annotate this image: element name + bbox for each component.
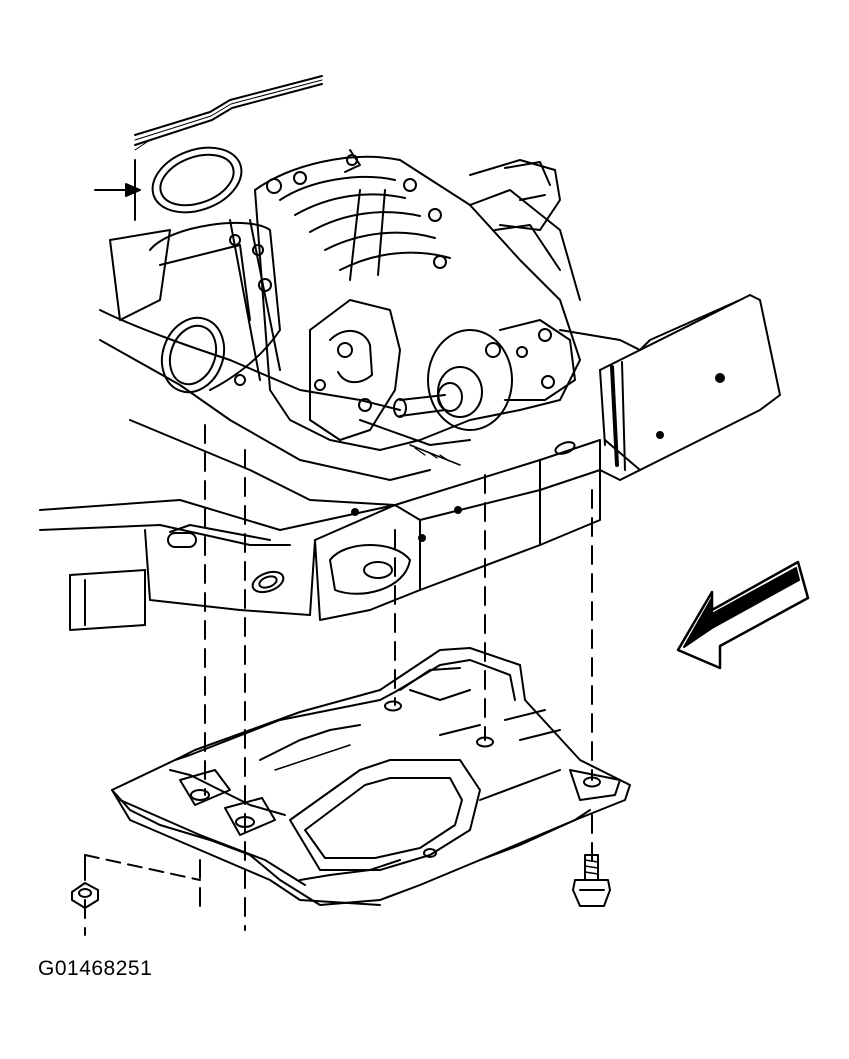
skid-plate-nut — [72, 855, 200, 908]
floor-pan-edge — [135, 76, 322, 150]
figure-id-label: G01468251 — [38, 957, 153, 980]
frame-crossmember — [40, 295, 780, 630]
transfer-case-assembly — [110, 136, 580, 465]
alignment-lines — [85, 425, 592, 935]
front-direction-arrow — [678, 562, 808, 668]
skid-plate-bolt — [573, 855, 610, 906]
skid-plate — [112, 648, 630, 905]
pointer-arrow — [95, 160, 140, 220]
